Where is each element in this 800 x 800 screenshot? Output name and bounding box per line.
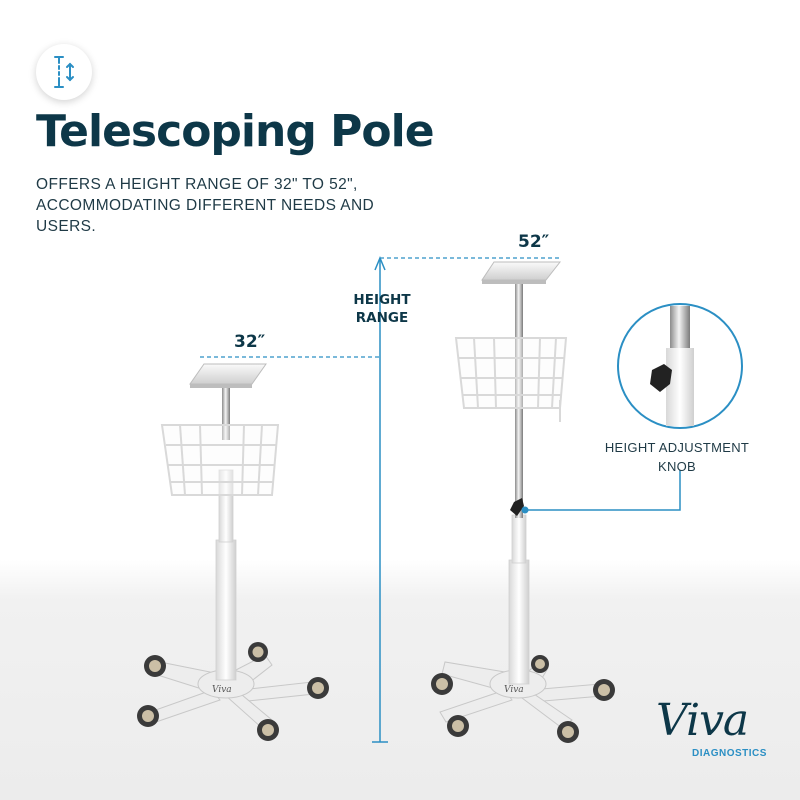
feature-description: OFFERS A HEIGHT RANGE OF 32" TO 52", ACC…: [36, 176, 375, 235]
brand-subtitle: DIAGNOSTICS: [692, 748, 767, 759]
feature-badge: [36, 44, 92, 100]
cart-extended: Viva: [431, 261, 615, 743]
height-range-line2: RANGE: [355, 310, 409, 326]
cart-collapsed: Viva: [137, 363, 329, 741]
brand-logo: Viva DIAGNOSTICS: [656, 696, 776, 766]
knob-callout-line: [521, 470, 681, 514]
knob-callout-line1: HEIGHT ADJUSTMENT: [604, 440, 750, 455]
height-range-label: HEIGHT RANGE: [340, 291, 424, 327]
knob-callout-line2: KNOB: [657, 459, 697, 474]
knob-callout-label: HEIGHT ADJUSTMENT KNOB: [596, 438, 758, 476]
height-adjust-icon: [54, 56, 74, 88]
height-range-line1: HEIGHT: [353, 292, 411, 308]
collapsed-height-label: 32″: [234, 332, 266, 352]
extended-height-label: 52″: [518, 232, 550, 252]
height-range-dimension: [200, 256, 560, 743]
svg-text:Viva: Viva: [212, 685, 232, 695]
brand-name: Viva: [656, 695, 749, 746]
svg-text:Viva: Viva: [504, 685, 524, 695]
knob-zoom-circle: [617, 303, 743, 429]
page-title: Telescoping Pole: [36, 106, 435, 157]
